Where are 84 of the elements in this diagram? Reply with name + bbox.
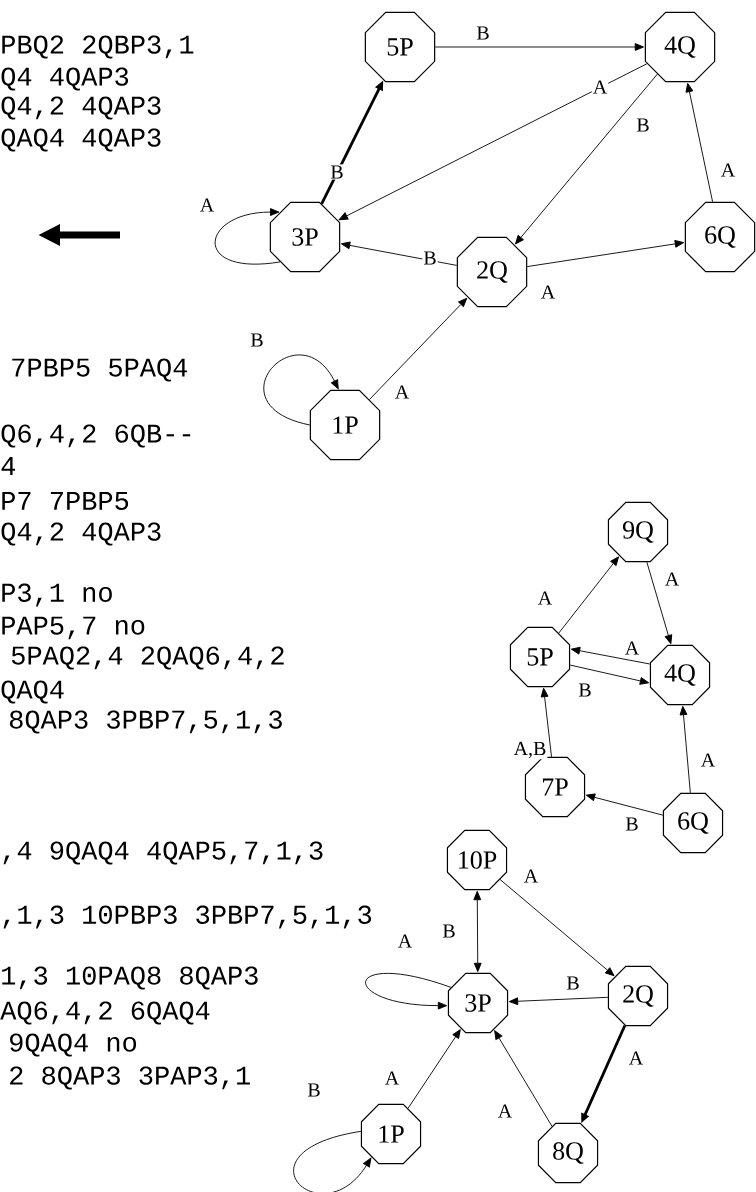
state-octagon: 7P [524, 756, 586, 818]
arrow [679, 705, 691, 794]
state-octagon: 8Q [537, 1122, 599, 1184]
edge-label: B [475, 25, 491, 41]
trace-text: QAQ4 [1, 680, 64, 704]
state-octagon: 3P [447, 972, 509, 1034]
trace-text: Q4 4QAP3 [1, 67, 129, 91]
trace-text: 8QAP3 3PBP7,5,1,3 [9, 710, 282, 734]
arrow [570, 646, 651, 665]
arrow [434, 43, 644, 51]
trace-text: ,4 9QAQ4 4QAP5,7,1,3 [3, 841, 323, 865]
arrow [293, 1130, 372, 1192]
trace-text: 2 8QAP3 3PAP3,1 [10, 1066, 250, 1090]
edge-label: B [565, 975, 581, 991]
state-octagon: 2Q [456, 236, 528, 308]
trace-text: QAQ4 4QAP3 [1, 128, 161, 152]
trace-text: PAP5,7 no [2, 616, 145, 640]
arrow [685, 82, 714, 203]
arrow [558, 556, 619, 634]
edge-label: A [663, 571, 681, 587]
arrow [473, 890, 482, 973]
edge-label: A [536, 590, 554, 606]
trace-text: 4 [1, 457, 16, 475]
state-octagon: 4Q [644, 11, 716, 83]
edge-label: A,B [512, 740, 548, 760]
edge-label: A [383, 1070, 401, 1086]
arrow [365, 972, 452, 1010]
arrow [369, 297, 468, 400]
state-octagon: 10P [446, 829, 508, 891]
edge-label: A [393, 384, 411, 400]
edge-label: B [624, 816, 640, 832]
trace-text: 5PAQ2,4 2QAQ6,4,2 [11, 646, 284, 670]
trace-text: 7PBP5 5PAQ4 [12, 358, 188, 382]
arrow [263, 354, 339, 426]
state-octagon: 6Q [684, 201, 756, 273]
edge-label: A [496, 1103, 514, 1119]
edge-label: A [591, 79, 609, 95]
trace-text: Q4,2 4QAP3 [1, 96, 161, 120]
edge-label: A [396, 933, 414, 949]
arrow [526, 240, 685, 268]
arrow [214, 208, 281, 265]
state-octagon: 9Q [607, 501, 669, 563]
edge-label: B [635, 117, 651, 133]
trace-text: PBQ2 2QBP3,1 [2, 35, 194, 59]
trace-text: P7 7PBP5 [2, 491, 129, 510]
edge-label: A [539, 284, 557, 300]
edge-label: B [249, 332, 265, 348]
arrow [499, 879, 615, 977]
arrow [508, 996, 609, 1006]
edge-label: A [623, 640, 641, 656]
edge-label: B [306, 1082, 322, 1098]
edge-label: A [627, 1050, 645, 1066]
edge-label: A [198, 197, 216, 213]
state-octagon: 1P [360, 1103, 422, 1165]
arrow [407, 1029, 461, 1109]
state-octagon: 5P [509, 626, 571, 688]
edge-label: A [699, 752, 717, 768]
edge-label: B [422, 250, 438, 266]
arrow [646, 561, 673, 645]
edge-label: A [719, 162, 737, 178]
trace-text: Q6,4,2 6QB-- [1, 424, 191, 448]
state-octagon: 1P [309, 389, 381, 461]
arrow [338, 63, 648, 221]
edge-label: B [329, 164, 345, 180]
edge-label: B [441, 923, 457, 939]
arrow [540, 687, 552, 758]
state-octagon: 6Q [662, 792, 724, 854]
trace-text: 9QAQ4 no [10, 1033, 137, 1057]
arrow [494, 1030, 553, 1127]
edge-label: B [577, 682, 593, 698]
trace-text: Q4,2 4QAP3 [1, 522, 161, 546]
trace-text: AQ6,4,2 6QAQ4 [0, 1001, 210, 1025]
arrow [515, 73, 658, 245]
trace-text: P3,1 no [2, 583, 112, 607]
state-octagon: 3P [269, 201, 341, 273]
arrow [569, 664, 650, 685]
trace-text: ,1,3 10PBP3 3PBP7,5,1,3 [3, 905, 372, 929]
arrow [341, 241, 458, 266]
edge-label: A [522, 868, 540, 884]
state-octagon: 5P [364, 11, 436, 83]
state-octagon: 4Q [649, 644, 711, 706]
state-octagon: 2Q [607, 965, 669, 1027]
arrow [585, 793, 664, 816]
trace-text: 1,3 10PAQ8 8QAP3 [2, 966, 258, 990]
